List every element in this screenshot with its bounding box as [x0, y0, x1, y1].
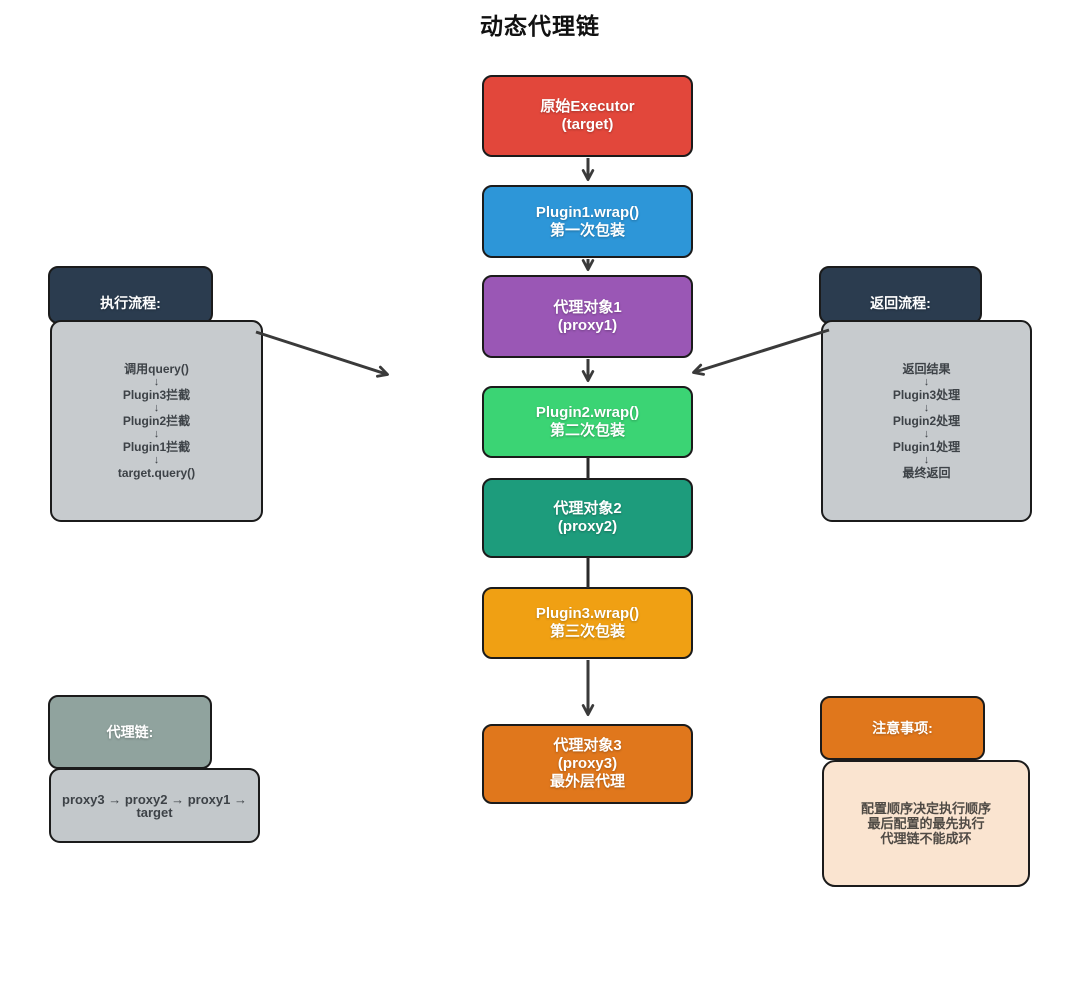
node-label-line: (proxy3)	[557, 755, 618, 772]
down-arrow-icon: ↓	[923, 401, 930, 414]
return-flow-header-label: 返回流程:	[870, 295, 931, 311]
return-step: Plugin2处理	[892, 413, 961, 428]
flow-node-plugin1-wrap: Plugin1.wrap() 第一次包装	[482, 185, 693, 258]
node-label-line: 第二次包装	[549, 422, 625, 439]
exec-step: Plugin1拦截	[122, 439, 191, 454]
page-title: 动态代理链	[480, 13, 600, 39]
node-label-line: 代理对象1	[553, 298, 622, 316]
flow-node-proxy1: 代理对象1 (proxy1)	[482, 275, 693, 358]
flow-node-target: 原始Executor (target)	[482, 75, 693, 157]
down-arrow-icon: ↓	[923, 375, 930, 388]
down-arrow-icon: ↓	[153, 427, 160, 440]
return-step: Plugin1处理	[892, 439, 961, 454]
exec-step: Plugin2拦截	[122, 413, 191, 428]
down-arrow-icon: ↓	[923, 453, 930, 466]
node-label-line: 第一次包装	[549, 221, 625, 239]
exec-flow-header-label: 执行流程:	[100, 295, 161, 311]
flow-node-proxy3: 代理对象3 (proxy3) 最外层代理	[482, 724, 693, 804]
exec-step: 调用query()	[124, 361, 189, 376]
node-label-line: 代理对象2	[553, 500, 622, 517]
down-arrow-icon: ↓	[153, 453, 160, 466]
proxy-chain-header: 代理链:	[48, 695, 212, 769]
proxy-chain-text: proxy3 → proxy2 → proxy1 → target	[62, 791, 247, 820]
node-label-line: (proxy2)	[557, 518, 618, 535]
return-step: 最终返回	[902, 465, 951, 480]
note-line: 代理链不能成环	[880, 831, 972, 846]
return-flow-header: 返回流程:	[819, 266, 982, 324]
arrow-return-panel-to-flow	[692, 328, 830, 376]
exec-step: target.query()	[117, 465, 196, 480]
note-line: 最后配置的最先执行	[867, 816, 985, 831]
node-label-line: Plugin2.wrap()	[535, 404, 640, 421]
node-label-line: (proxy1)	[557, 316, 618, 334]
proxy-chain-header-label: 代理链:	[106, 724, 154, 740]
down-arrow-icon: ↓	[153, 375, 160, 388]
down-arrow-icon: ↓	[923, 427, 930, 440]
return-flow-body: 返回结果 ↓ Plugin3处理 ↓ Plugin2处理 ↓ Plugin1处理…	[821, 320, 1032, 522]
exec-flow-body: 调用query() ↓ Plugin3拦截 ↓ Plugin2拦截 ↓ Plug…	[50, 320, 263, 522]
return-step: 返回结果	[902, 361, 951, 376]
node-label-line: 代理对象3	[553, 737, 622, 754]
node-label-line: 第三次包装	[549, 623, 625, 640]
node-label-line: 原始Executor	[540, 98, 635, 115]
note-line: 配置顺序决定执行顺序	[860, 801, 991, 816]
node-label-line: (target)	[561, 116, 614, 133]
flow-node-plugin2-wrap: Plugin2.wrap() 第二次包装	[482, 386, 693, 458]
node-label-line: Plugin1.wrap()	[535, 203, 640, 221]
flow-node-plugin3-wrap: Plugin3.wrap() 第三次包装	[482, 587, 693, 659]
arrow-exec-panel-to-flow	[255, 330, 389, 378]
notes-body: 配置顺序决定执行顺序 最后配置的最先执行 代理链不能成环	[822, 760, 1030, 887]
exec-flow-header: 执行流程:	[48, 266, 213, 324]
node-label-line: Plugin3.wrap()	[535, 605, 640, 622]
proxy-chain-body: proxy3 → proxy2 → proxy1 → target	[49, 768, 260, 843]
down-arrow-icon: ↓	[153, 401, 160, 414]
exec-step: Plugin3拦截	[122, 387, 191, 402]
flow-node-proxy2: 代理对象2 (proxy2)	[482, 478, 693, 558]
return-step: Plugin3处理	[892, 387, 961, 402]
notes-header: 注意事项:	[820, 696, 985, 760]
notes-header-label: 注意事项:	[872, 720, 933, 736]
node-label-line: 最外层代理	[549, 773, 625, 790]
